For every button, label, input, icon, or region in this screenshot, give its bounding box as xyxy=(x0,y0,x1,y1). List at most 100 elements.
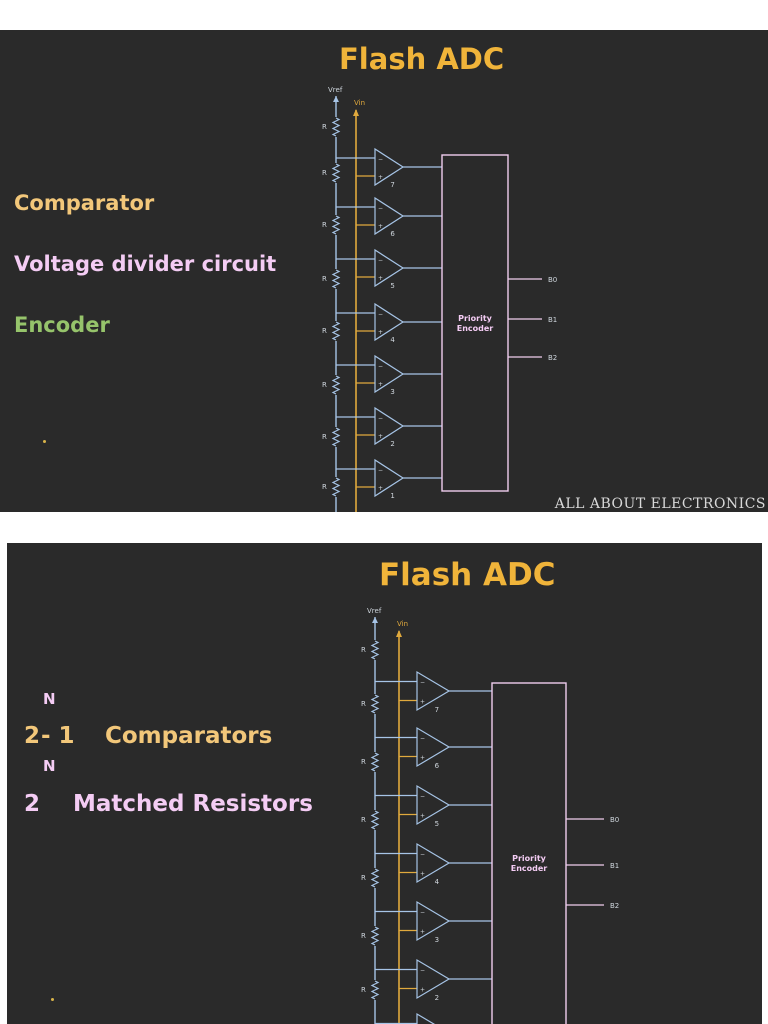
watermark: ALL ABOUT ELECTRONICS xyxy=(554,496,766,512)
comparator-plus: + xyxy=(378,275,383,282)
resistor-label: R xyxy=(322,483,327,491)
laser-pointer-dot xyxy=(51,998,54,1001)
comparator-symbol xyxy=(416,670,451,712)
comparator-symbol xyxy=(374,147,405,187)
flash-adc-circuit-diagram: VrefVinRRRRRRRR−+7−+6−+5−+4−+3−+2−+1Prio… xyxy=(322,86,557,512)
resistor-label: R xyxy=(322,169,327,177)
comparator-plus: + xyxy=(420,813,425,820)
output-label-b2: B2 xyxy=(610,902,619,910)
resistor xyxy=(370,980,380,1000)
comparator-plus: + xyxy=(378,223,383,230)
encoder-label-1: Priority xyxy=(512,854,547,863)
resistor xyxy=(370,926,380,946)
resistor-label: R xyxy=(322,275,327,283)
resistor xyxy=(370,640,380,660)
encoder-label-1: Priority xyxy=(458,314,493,323)
comparator-plus: + xyxy=(378,174,383,181)
bullet-voltage-divider: Voltage divider circuit xyxy=(14,252,277,276)
resistor-label: R xyxy=(361,816,366,824)
comparator-minus: − xyxy=(420,1022,425,1024)
resistor xyxy=(370,752,380,772)
comparator-number: 6 xyxy=(435,762,440,770)
resistor xyxy=(331,117,341,137)
resistor-label: R xyxy=(322,123,327,131)
formula-base: 2 xyxy=(24,723,41,749)
comparator-number: 1 xyxy=(390,492,394,500)
vref-arrow xyxy=(372,617,378,623)
comparator-minus: − xyxy=(378,156,383,163)
comparator-plus: + xyxy=(378,433,383,440)
comparator-minus: − xyxy=(420,910,425,917)
comparator-minus: − xyxy=(420,736,425,743)
exponent-n: N xyxy=(43,757,56,775)
encoder-label-2: Encoder xyxy=(457,324,494,333)
comparator-symbol xyxy=(416,958,451,1000)
vin-label: Vin xyxy=(354,99,365,107)
vin-label: Vin xyxy=(397,620,408,628)
bullet-encoder: Encoder xyxy=(14,313,110,337)
flash-adc-circuit-diagram: VrefVinRRRRRRRR−+7−+6−+5−+4−+3−+2−+1Prio… xyxy=(361,607,619,1024)
comparator-number: 3 xyxy=(435,936,439,944)
comparator-plus: + xyxy=(378,485,383,492)
comparator-symbol xyxy=(374,196,405,236)
comparator-number: 7 xyxy=(390,181,394,189)
comparator-plus: + xyxy=(420,987,425,994)
comparator-plus: + xyxy=(420,699,425,706)
comparator-number: 2 xyxy=(435,994,439,1002)
resistor xyxy=(331,427,341,447)
output-label-b2: B2 xyxy=(548,354,557,362)
output-label-b0: B0 xyxy=(610,816,619,824)
comparator-minus: − xyxy=(420,794,425,801)
comparators-label: Comparators xyxy=(105,723,273,749)
resistor-label: R xyxy=(322,381,327,389)
comparator-plus: + xyxy=(420,755,425,762)
comparator-symbol xyxy=(374,248,405,288)
comparator-symbol xyxy=(374,354,405,394)
resistor xyxy=(331,163,341,183)
vin-arrow xyxy=(396,630,402,637)
vin-arrow xyxy=(353,109,359,116)
resistor xyxy=(370,694,380,714)
comparator-minus: − xyxy=(378,257,383,264)
comparator-number: 3 xyxy=(390,388,394,396)
resistor-label: R xyxy=(361,758,366,766)
resistor xyxy=(370,868,380,888)
resistor xyxy=(331,375,341,395)
resistor-label: R xyxy=(361,874,366,882)
resistor-label: R xyxy=(361,700,366,708)
resistor-label: R xyxy=(361,646,366,654)
comparator-symbol xyxy=(416,784,451,826)
comparator-minus: − xyxy=(378,205,383,212)
resistor xyxy=(370,810,380,830)
comparator-plus: + xyxy=(420,871,425,878)
slide-bottom: Flash ADC N 2 - 1 Comparators N 2 Matche… xyxy=(7,543,762,1024)
output-label-b0: B0 xyxy=(548,276,557,284)
comparator-minus: − xyxy=(378,311,383,318)
comparator-minus: − xyxy=(420,852,425,859)
bullet-comparator: Comparator xyxy=(14,191,155,215)
comparator-minus: − xyxy=(378,363,383,370)
resistor-label: R xyxy=(322,327,327,335)
comparator-symbol xyxy=(374,302,405,342)
resistor xyxy=(331,215,341,235)
laser-pointer-dot xyxy=(43,440,46,443)
comparator-minus: − xyxy=(420,680,425,687)
comparator-symbol xyxy=(416,842,451,884)
resistor xyxy=(331,321,341,341)
formula-base: 2 xyxy=(24,791,41,817)
resistor xyxy=(331,477,341,497)
matched-resistors-label: Matched Resistors xyxy=(73,791,313,817)
vref-label: Vref xyxy=(328,86,343,94)
comparator-minus: − xyxy=(378,415,383,422)
exponent-n: N xyxy=(43,690,56,708)
comparator-number: 5 xyxy=(390,282,394,290)
comparator-minus: − xyxy=(420,968,425,975)
comparator-number: 7 xyxy=(435,706,439,714)
priority-encoder-box xyxy=(491,682,567,1024)
formula-minus-one: - 1 xyxy=(41,723,75,749)
comparator-symbol xyxy=(416,726,451,768)
comparator-number: 4 xyxy=(435,878,440,886)
output-label-b1: B1 xyxy=(610,862,619,870)
resistor-label: R xyxy=(361,986,366,994)
comparator-plus: + xyxy=(420,929,425,936)
